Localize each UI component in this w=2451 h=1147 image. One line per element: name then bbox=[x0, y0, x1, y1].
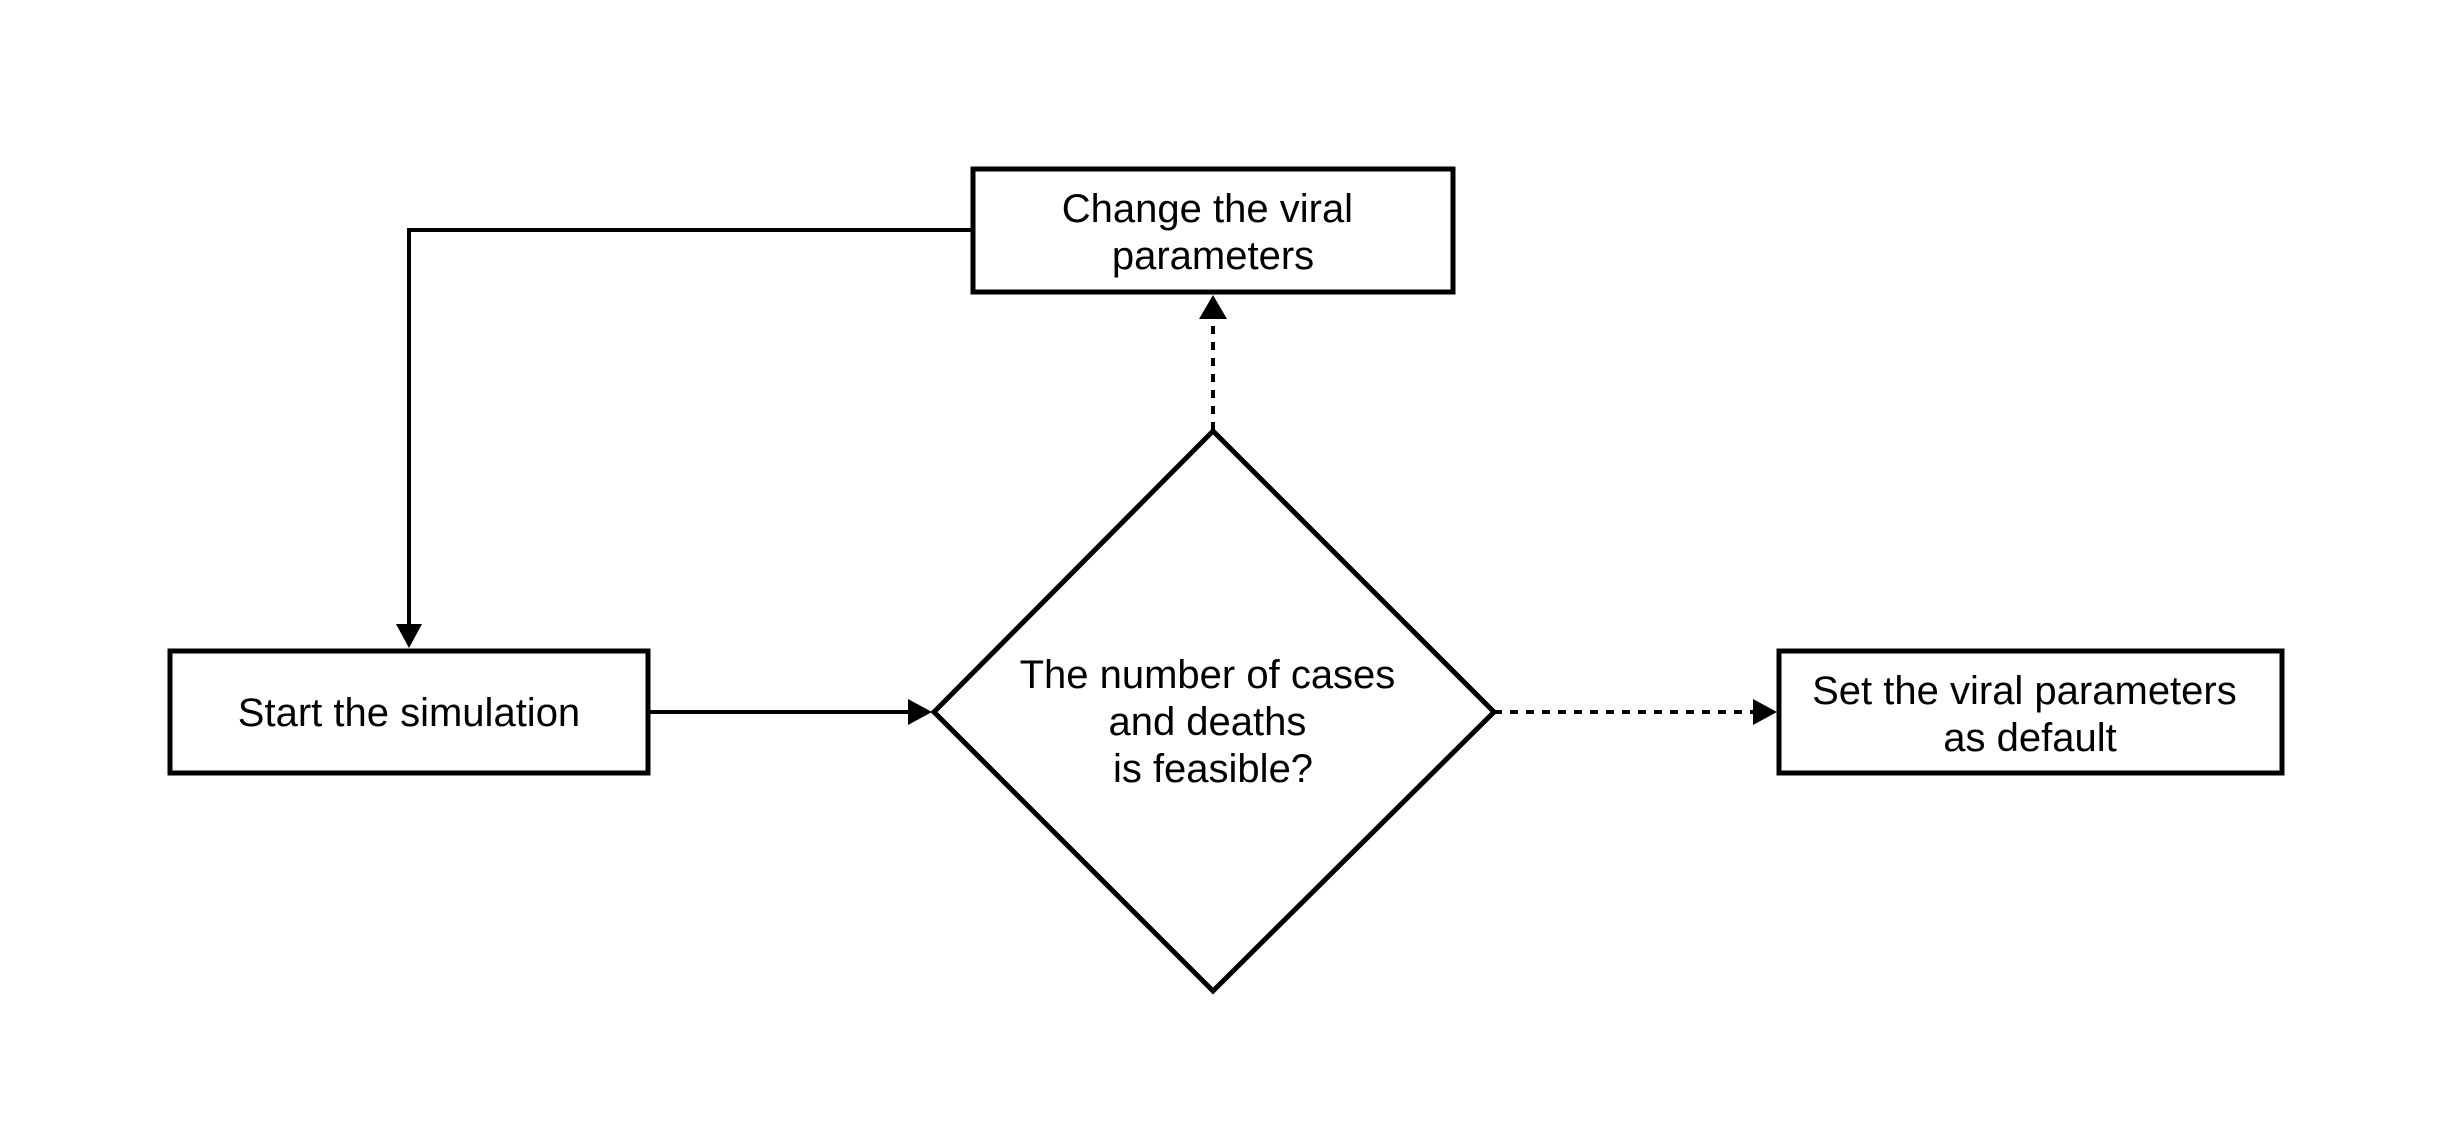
arrowhead-default-left bbox=[1753, 699, 1777, 725]
change-parameters-label-line-1: Change the viral bbox=[1062, 187, 1353, 231]
arrowhead-decision-left bbox=[908, 699, 932, 725]
default-parameters-label-line-2: as default bbox=[1943, 716, 2116, 760]
svg-text:Change the viral param: Change the viral parameters bbox=[1062, 187, 1364, 278]
arrowhead-start-top bbox=[396, 624, 422, 648]
svg-text:The number of cases an: The number of cases and deaths is feasib… bbox=[1020, 653, 1407, 791]
start-node-label: Start the simulation bbox=[238, 691, 580, 735]
start-node: Start the simulation bbox=[167, 648, 651, 776]
default-parameters-node: Set the viral parameters as default bbox=[1776, 648, 2285, 776]
edge-change-to-start bbox=[407, 228, 973, 626]
svg-text:Set the viral parameters: Set the viral parameters as default bbox=[1812, 669, 2248, 760]
decision-node-label-line-1: The number of cases bbox=[1020, 653, 1396, 697]
svg-text:Start the simulation: Start the simulation bbox=[238, 691, 580, 735]
edges bbox=[396, 228, 1777, 725]
default-parameters-label-line-1: Set the viral parameters bbox=[1812, 669, 2237, 713]
decision-node-label-line-3: is feasible? bbox=[1113, 747, 1313, 791]
arrowhead-change-bottom bbox=[1199, 295, 1227, 319]
nodes: Start the simulation The number of cases… bbox=[167, 166, 2285, 995]
decision-node-label-line-2: and deaths bbox=[1108, 700, 1306, 744]
change-parameters-label-line-2: parameters bbox=[1112, 234, 1314, 278]
decision-node: The number of cases and deaths is feasib… bbox=[930, 427, 1498, 995]
change-parameters-node: Change the viral parameters bbox=[970, 166, 1456, 295]
